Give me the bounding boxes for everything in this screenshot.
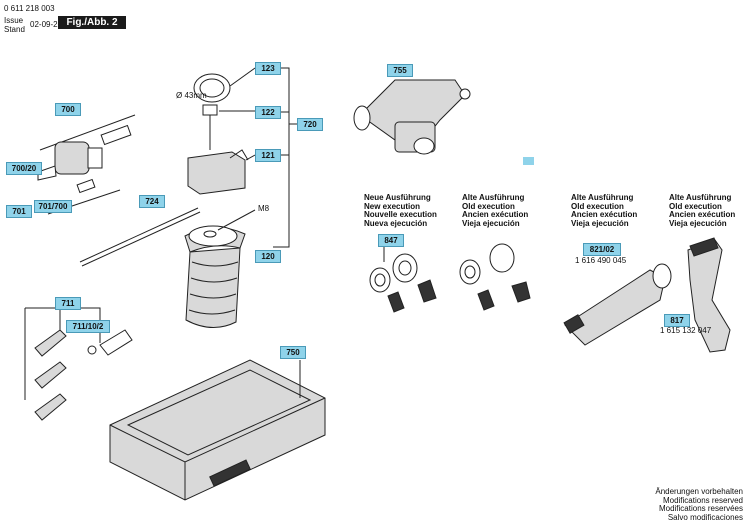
part-817-number: 1 615 132 047 [660,326,712,335]
figure-label: Fig./Abb. 2 [58,16,126,29]
part-821-number: 1 616 490 045 [575,256,627,265]
callout-821-02: 821/02 [583,243,621,256]
ring-711-10-2 [87,345,97,355]
holder-121 [187,151,246,195]
issue-date: 02-09-20 [30,20,63,29]
part-number: 0 611 218 003 [4,4,55,13]
callout-120: 120 [255,250,281,263]
thread-annotation: M8 [258,204,270,213]
screw-122 [202,104,218,116]
chuck-700 [54,141,90,175]
spindle-821-02 [564,269,666,346]
depth-rod-724 [79,207,199,263]
bit-711-1 [34,329,67,357]
callout-711: 711 [55,297,81,310]
callout-817: 817 [664,314,690,327]
issue-label: Issue [4,16,24,25]
callout-755: 755 [387,64,413,77]
case-750 [109,359,326,501]
chuck-screw-700-20 [37,165,57,181]
bit-711-2 [34,361,67,389]
callout-701-700: 701/700 [34,200,72,213]
bit-711-3 [34,393,67,421]
callout-700: 700 [55,103,81,116]
callout-720: 720 [297,118,323,131]
callout-750: 750 [280,346,306,359]
callout-847: 847 [378,234,404,247]
stand-label: Stand [4,25,25,34]
callout-724: 724 [139,195,165,208]
callout-122: 122 [255,106,281,119]
callout-123: 123 [255,62,281,75]
chuck-key-701 [76,178,96,194]
diameter-annotation: Ø 43mm [176,91,207,100]
housing-817 [687,239,731,353]
callout-700-20: 700/20 [6,162,42,175]
bracket-720 [273,67,290,248]
callout-701: 701 [6,205,32,218]
sleeve-old-b [489,243,515,273]
callout-color-key [523,157,534,165]
callout-711-10-2: 711/10/2 [66,320,110,333]
callout-121: 121 [255,149,281,162]
